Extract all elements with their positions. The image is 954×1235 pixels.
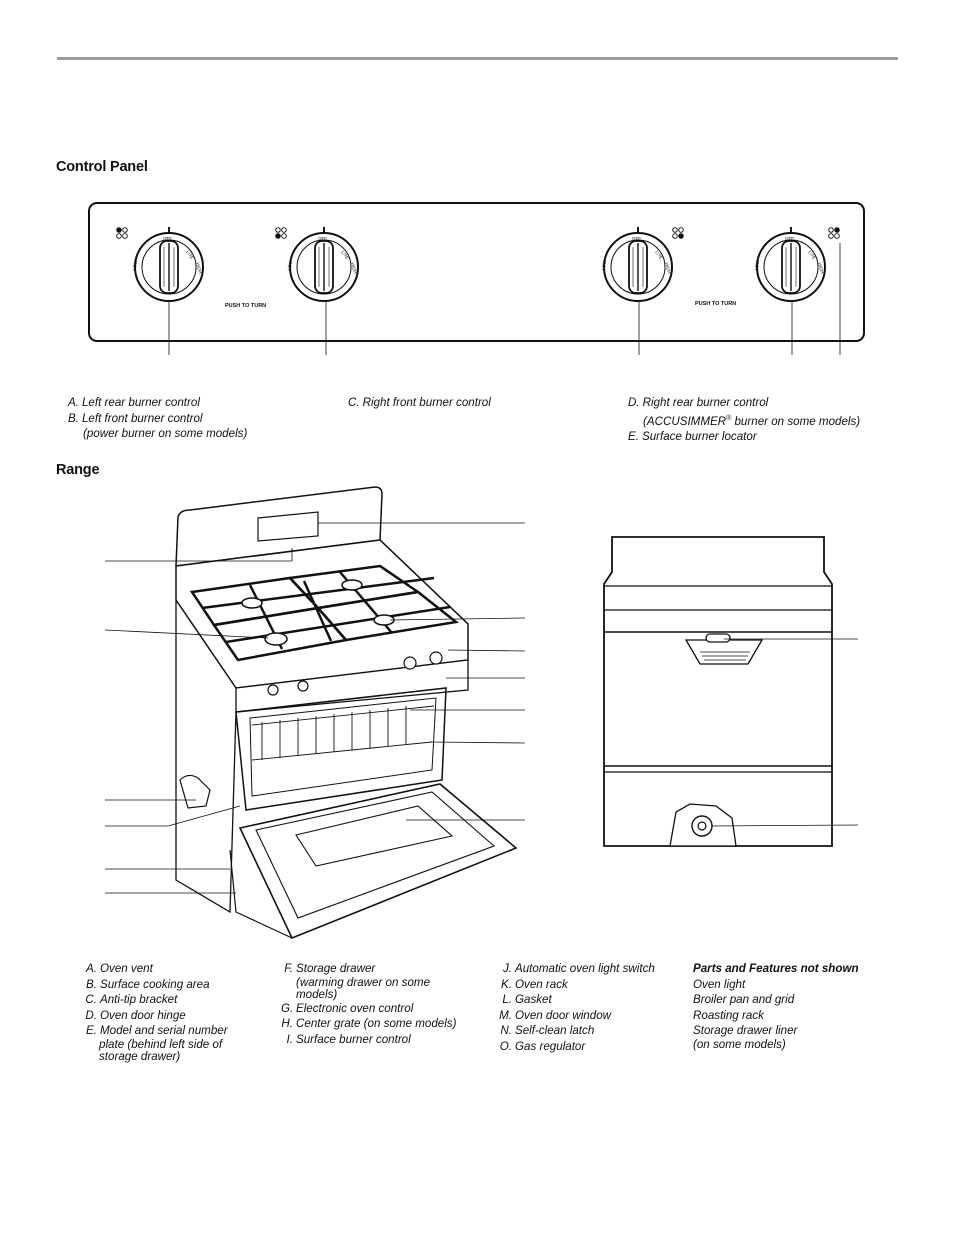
- legend-item-b: B. Left front burner control: [68, 411, 203, 425]
- legend-item-d: D. Right rear burner control: [628, 396, 769, 409]
- svg-text:HIGH: HIGH: [817, 262, 825, 274]
- range-legend-col3: J.Automatic oven light switch K.Oven rac…: [497, 961, 655, 1055]
- range-legend-k: K.Oven rack: [501, 977, 568, 991]
- range-legend-l: L.Gasket: [502, 993, 552, 1007]
- right-front-burner-dial: [603, 226, 684, 302]
- legend-item-c: C. Right front burner control: [348, 396, 491, 409]
- legend-item-b-cont: (power burner on some models): [83, 427, 248, 441]
- not-shown-item: Storage drawer liner: [693, 1024, 798, 1038]
- right-rear-burner-dial: [756, 226, 840, 302]
- range-closed-illustration: [603, 536, 859, 847]
- range-legend-m: M.Oven door window: [499, 1008, 612, 1022]
- parts-not-shown-list: Parts and Features not shown Oven light …: [693, 961, 859, 1051]
- svg-text:LITE: LITE: [185, 250, 195, 261]
- range-legend-d: D.Oven door hinge: [85, 1008, 186, 1022]
- control-panel-legend-col3: D. Right rear burner control (ACCUSIMMER…: [628, 395, 860, 445]
- range-legend-h: H.Center grate (on some models): [281, 1017, 457, 1031]
- svg-text:LOW: LOW: [132, 259, 139, 271]
- svg-text:OFF: OFF: [632, 236, 641, 241]
- svg-text:LOW: LOW: [287, 259, 294, 271]
- dial-text-labels: OFF OFF OFF OFF LOW LOW LOW LOW LITE LIT…: [132, 236, 825, 274]
- control-panel-illustration: OFF OFF OFF OFF LOW LOW LOW LOW LITE LIT…: [88, 202, 865, 355]
- range-legend-a: A.Oven vent: [86, 962, 153, 975]
- range-legend-f: F.Storage drawer: [284, 962, 376, 975]
- range-legend-c: C.Anti-tip bracket: [85, 993, 178, 1007]
- left-front-burner-dial: [275, 226, 359, 302]
- not-shown-item: (on some models): [693, 1037, 786, 1051]
- push-to-turn-label-right: PUSH TO TURN: [695, 301, 736, 307]
- range-legend-col1: A.Oven vent B.Surface cooking area C.Ant…: [84, 961, 228, 1063]
- range-legend-o: O.Gas regulator: [499, 1039, 586, 1053]
- range-legend-f-cont2: models): [296, 987, 338, 1001]
- range-legend-col2: F.Storage drawer (warming drawer on some…: [281, 961, 456, 1047]
- svg-text:LITE: LITE: [807, 250, 817, 261]
- svg-text:HIGH: HIGH: [195, 262, 203, 274]
- left-rear-burner-dial: [116, 226, 204, 302]
- svg-text:OFF: OFF: [785, 236, 794, 241]
- control-panel-leader-lines: [168, 243, 841, 355]
- svg-text:LOW: LOW: [754, 259, 761, 271]
- range-legend-f-cont1: (warming drawer on some: [296, 975, 431, 989]
- legend-item-e: E. Surface burner locator: [628, 430, 757, 444]
- svg-text:LITE: LITE: [340, 250, 350, 261]
- legend-item-a: A. Left rear burner control: [68, 396, 200, 409]
- range-legend-b: B.Surface cooking area: [86, 977, 210, 991]
- push-to-turn-label-left: PUSH TO TURN: [225, 303, 266, 309]
- range-legend-j: J.Automatic oven light switch: [502, 962, 655, 975]
- not-shown-item: Broiler pan and grid: [693, 993, 795, 1007]
- control-panel-legend-col2: C. Right front burner control: [348, 395, 491, 411]
- not-shown-item: Roasting rack: [693, 1008, 764, 1022]
- svg-text:OFF: OFF: [163, 236, 172, 241]
- parts-not-shown-title: Parts and Features not shown: [693, 962, 859, 975]
- svg-text:HIGH: HIGH: [664, 262, 672, 274]
- svg-text:OFF: OFF: [318, 236, 327, 241]
- svg-text:HIGH: HIGH: [350, 262, 358, 274]
- range-legend-n: N.Self-clean latch: [500, 1024, 595, 1038]
- svg-text:LOW: LOW: [601, 259, 608, 271]
- range-legend-i: I.Surface burner control: [286, 1032, 411, 1046]
- legend-item-d-cont: (ACCUSIMMER® burner on some models): [643, 414, 861, 428]
- range-illustration: [104, 486, 526, 940]
- range-heading: Range: [56, 462, 100, 478]
- range-legend-g: G.Electronic oven control: [281, 1001, 414, 1015]
- control-panel-legend-col1: A. Left rear burner control B. Left fron…: [68, 395, 247, 442]
- range-legend-e-cont2: storage drawer): [99, 1049, 181, 1063]
- range-legend-e: E.Model and serial number: [86, 1024, 228, 1038]
- top-rule: [57, 57, 898, 60]
- not-shown-item: Oven light: [693, 977, 746, 991]
- range-legend-e-cont1: plate (behind left side of: [99, 1037, 223, 1051]
- control-panel-heading: Control Panel: [56, 159, 148, 175]
- svg-text:LITE: LITE: [654, 250, 664, 261]
